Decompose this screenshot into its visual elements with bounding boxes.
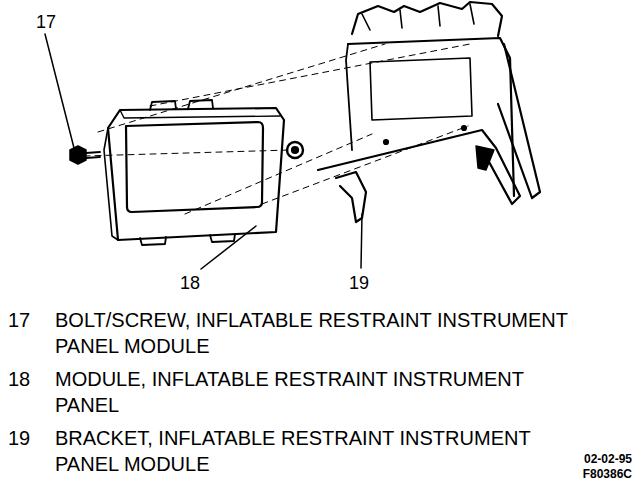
alignment-line <box>84 150 290 156</box>
module-tab <box>150 101 176 110</box>
bracket-hole <box>462 126 466 130</box>
module-tab <box>210 234 235 242</box>
callout-number: 18 <box>8 367 30 393</box>
module-tab <box>140 237 166 245</box>
bolt-head <box>70 146 86 164</box>
alignment-lines <box>84 44 470 214</box>
bracket-foot <box>476 146 494 170</box>
module-door <box>126 122 263 212</box>
bracket-plate <box>348 38 514 196</box>
leader-line <box>361 214 362 268</box>
figure-code: F80386C <box>583 467 632 482</box>
bracket-rib <box>362 4 474 30</box>
bracket-edge <box>346 44 352 150</box>
leader-line <box>201 226 256 269</box>
bolt <box>70 146 100 164</box>
module-nut <box>292 147 298 153</box>
callout-number: 19 <box>8 426 30 452</box>
callout-number: 17 <box>36 11 56 34</box>
bracket-leg <box>498 44 540 198</box>
figure-date: 02-02-95 <box>584 452 632 467</box>
module-nut <box>287 142 303 158</box>
callout-number: 18 <box>180 272 200 295</box>
part-name: BOLT/SCREW, INFLATABLE RESTRAINT INSTRUM… <box>55 308 585 359</box>
leader-line <box>45 34 74 148</box>
module-bracket <box>318 2 540 222</box>
part-name: BRACKET, INFLATABLE RESTRAINT INSTRUMENT… <box>55 426 585 477</box>
alignment-line <box>150 44 470 106</box>
module-tab <box>188 100 213 109</box>
airbag-module <box>104 100 303 245</box>
leader-lines <box>45 34 362 269</box>
part-name: MODULE, INFLATABLE RESTRAINT INSTRUMENT … <box>55 367 585 418</box>
callout-number: 17 <box>8 308 30 334</box>
bolt-shank <box>86 152 100 158</box>
callout-number: 19 <box>349 272 369 295</box>
module-edge <box>120 110 280 118</box>
module-side <box>104 128 118 240</box>
module-housing <box>108 108 284 240</box>
bracket-window <box>370 58 472 120</box>
bracket-hole <box>384 140 388 144</box>
bracket-top <box>352 2 502 36</box>
